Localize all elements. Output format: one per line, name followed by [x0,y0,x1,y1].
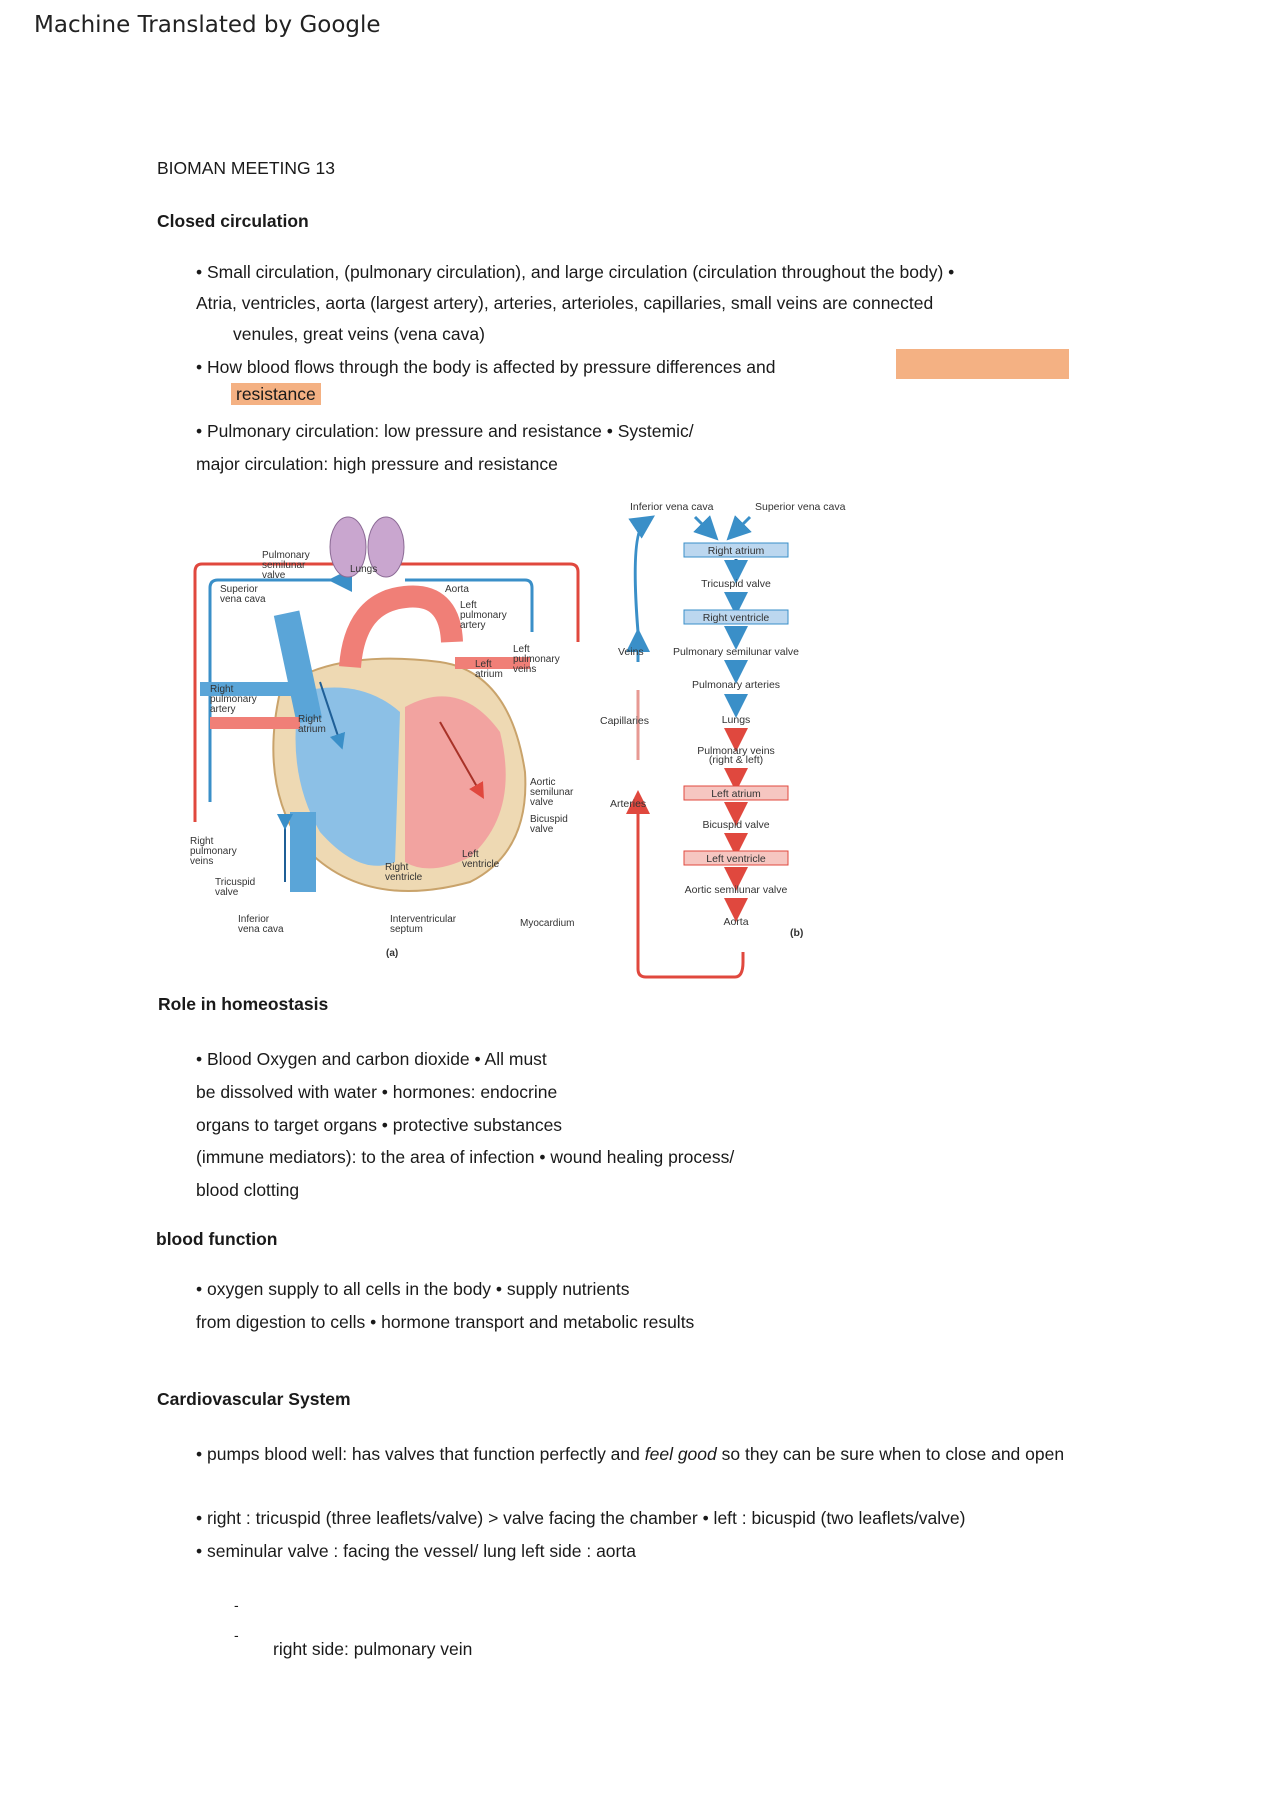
flow-pulmonary-valve: Pulmonary semilunar valve [673,646,799,658]
flow-right-atrium: Right atrium [708,545,765,557]
paragraph-line: major circulation: high pressure and res… [196,454,558,474]
paragraph-line: • Pulmonary circulation: low pressure an… [196,421,694,441]
paragraph-line: blood clotting [196,1180,300,1200]
paragraph-line: • right : tricuspid (three leaflets/valv… [196,1508,966,1528]
heading-blood-function: blood function [156,1229,278,1249]
emphasis-text: feel good [644,1444,717,1464]
translation-banner: Machine Translated by Google [34,12,381,38]
highlighted-word: resistance [231,383,321,405]
heading-cardiovascular-system: Cardiovascular System [157,1389,351,1409]
flow-aortic-valve: Aortic semilunar valve [685,884,788,896]
flow-left-atrium: Left atrium [711,788,761,800]
flow-top-right: Superior vena cava [755,501,846,513]
label-aorta: Aorta [445,584,469,595]
flow-left-ventricle: Left ventricle [706,853,766,865]
paragraph-line: venules, great veins (vena cava) [233,324,485,344]
heading-closed-circulation: Closed circulation [157,211,309,231]
flow-pulmonary-veins: Pulmonary veins [697,745,775,757]
flow-tricuspid-valve: Tricuspid valve [701,578,771,590]
flow-right-ventricle: Right ventricle [703,612,770,624]
paragraph-line: from digestion to cells • hormone transp… [196,1312,695,1332]
paragraph-line: • How blood flows through the body is af… [196,357,776,377]
paragraph-line: • Blood Oxygen and carbon dioxide • All … [196,1049,547,1069]
label-lungs: Lungs [350,564,377,575]
paragraph-line: • seminular valve : facing the vessel/ l… [196,1541,636,1561]
flow-top-left: Inferior vena cava [630,501,714,513]
highlighted-text: resistance [231,383,321,405]
dash-marker: - [234,1597,239,1613]
paragraph-line: right side: pulmonary vein [273,1639,473,1659]
side-capillaries: Capillaries [600,715,649,727]
flow-pulmonary-veins-note: (right & left) [709,754,763,766]
text-part: • pumps blood well: has valves that func… [196,1444,645,1464]
paragraph-line: be dissolved with water • hormones: endo… [196,1082,558,1102]
highlight-mark [896,349,1069,379]
paragraph-line: • pumps blood well: has valves that func… [196,1443,1064,1465]
panel-label-b: (b) [790,927,803,939]
label-myocardium: Myocardium [520,918,574,929]
paragraph-line: (immune mediators): to the area of infec… [196,1147,735,1167]
side-arteries: Arteries [610,798,646,810]
paragraph-line: Atria, ventricles, aorta (largest artery… [196,293,934,313]
dash-marker: - [234,1627,239,1643]
paragraph-line: • Small circulation, (pulmonary circulat… [196,262,955,282]
flow-lungs: Lungs [722,714,751,726]
flow-aorta: Aorta [723,916,748,928]
side-veins: Veins [618,646,644,658]
panel-label-a: (a) [386,948,398,959]
flow-bicuspid-valve: Bicuspid valve [702,819,769,831]
paragraph-line: organs to target organs • protective sub… [196,1115,563,1135]
flow-pulmonary-arteries: Pulmonary arteries [692,679,780,691]
paragraph-line: • oxygen supply to all cells in the body… [196,1279,630,1299]
heading-role-in-homeostasis: Role in homeostasis [158,994,329,1014]
text-part: so they can be sure when to close and op… [716,1444,1065,1464]
document-title: BIOMAN MEETING 13 [157,158,335,178]
flow-chart: Inferior vena cava Superior vena cava Ve… [600,501,846,979]
